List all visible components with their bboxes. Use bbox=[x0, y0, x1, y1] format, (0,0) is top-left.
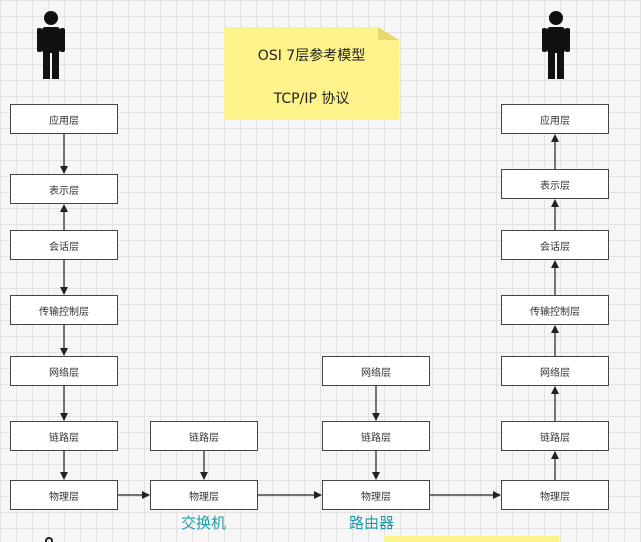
right-layer-link: 链路层 bbox=[501, 421, 609, 451]
switch-layer-link: 链路层 bbox=[150, 421, 258, 451]
left-layer-physical: 物理层 bbox=[10, 480, 118, 510]
note-title-line2: TCP/IP 协议 bbox=[273, 91, 350, 107]
right-layer-transport: 传输控制层 bbox=[501, 295, 609, 325]
left-layer-application: 应用层 bbox=[10, 104, 118, 134]
right-layer-physical: 物理层 bbox=[501, 480, 609, 510]
right-layer-session: 会话层 bbox=[501, 230, 609, 260]
left-layer-presentation: 表示层 bbox=[10, 174, 118, 204]
right-layer-presentation: 表示层 bbox=[501, 169, 609, 199]
left-layer-session: 会话层 bbox=[10, 230, 118, 260]
left-layer-transport: 传输控制层 bbox=[10, 295, 118, 325]
right-layer-network: 网络层 bbox=[501, 356, 609, 386]
left-layer-link: 链路层 bbox=[10, 421, 118, 451]
switch-caption: 交换机 bbox=[181, 514, 227, 532]
note-title-line1: OSI 7层参考模型 bbox=[257, 48, 366, 64]
title-note bbox=[224, 27, 399, 120]
router-caption: 路由器 bbox=[349, 514, 395, 532]
router-layer-physical: 物理层 bbox=[322, 480, 430, 510]
left-layer-network: 网络层 bbox=[10, 356, 118, 386]
router-layer-link: 链路层 bbox=[322, 421, 430, 451]
person-icon bbox=[542, 11, 570, 79]
router-layer-network: 网络层 bbox=[322, 356, 430, 386]
switch-layer-physical: 物理层 bbox=[150, 480, 258, 510]
person-icon bbox=[37, 11, 65, 79]
right-layer-application: 应用层 bbox=[501, 104, 609, 134]
bottom-note-partial bbox=[384, 536, 559, 542]
person-icon bbox=[45, 537, 53, 542]
